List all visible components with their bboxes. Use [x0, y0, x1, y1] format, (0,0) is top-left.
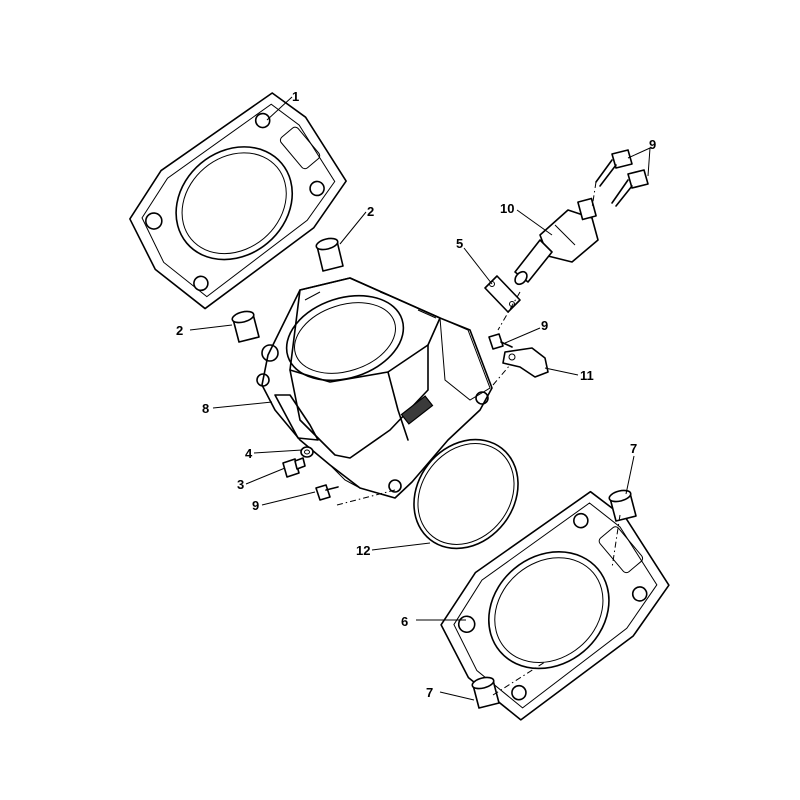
bolt-tensioner-1: [595, 149, 633, 187]
dowel-pin-lower-right: [608, 489, 637, 522]
bracket: [502, 347, 549, 378]
callout-9-top: 9: [649, 137, 656, 152]
callout-4: 4: [245, 446, 253, 461]
callout-1: 1: [292, 89, 299, 104]
callout-2-left: 2: [176, 323, 183, 338]
callout-5: 5: [456, 236, 463, 251]
callout-9-right: 9: [541, 318, 548, 333]
bolt-lower-left: [315, 484, 339, 501]
bolt-tensioner-2: [611, 169, 649, 207]
head-gasket: [129, 92, 347, 310]
cylinder-block: [256, 277, 493, 499]
dowel-pin-left: [231, 310, 260, 343]
callout-9-lower: 9: [252, 498, 259, 513]
washer: [300, 446, 314, 458]
base-gasket: [440, 490, 670, 721]
callout-3: 3: [237, 477, 244, 492]
callout-7-left: 7: [426, 685, 433, 700]
leader-lines: [189, 96, 651, 701]
tensioner-gasket: [484, 275, 521, 313]
callout-7-right: 7: [630, 441, 637, 456]
callout-labels: 1 2 2 8 4 3 9 5 10 9 9 11 12 6 7 7: [176, 89, 656, 700]
o-ring: [413, 438, 519, 550]
dowel-pin-lower-left: [471, 676, 500, 709]
bolt-right: [488, 333, 513, 350]
alignment-lines: [336, 181, 621, 696]
callout-10: 10: [500, 201, 514, 216]
drain-plug: [282, 457, 306, 478]
callout-11: 11: [580, 368, 594, 383]
callout-12: 12: [356, 543, 370, 558]
callout-2-upper: 2: [367, 204, 374, 219]
dowel-pin-upper: [315, 237, 344, 272]
cam-chain-tensioner: [514, 197, 599, 286]
callout-8: 8: [202, 401, 209, 416]
callout-6: 6: [401, 614, 408, 629]
